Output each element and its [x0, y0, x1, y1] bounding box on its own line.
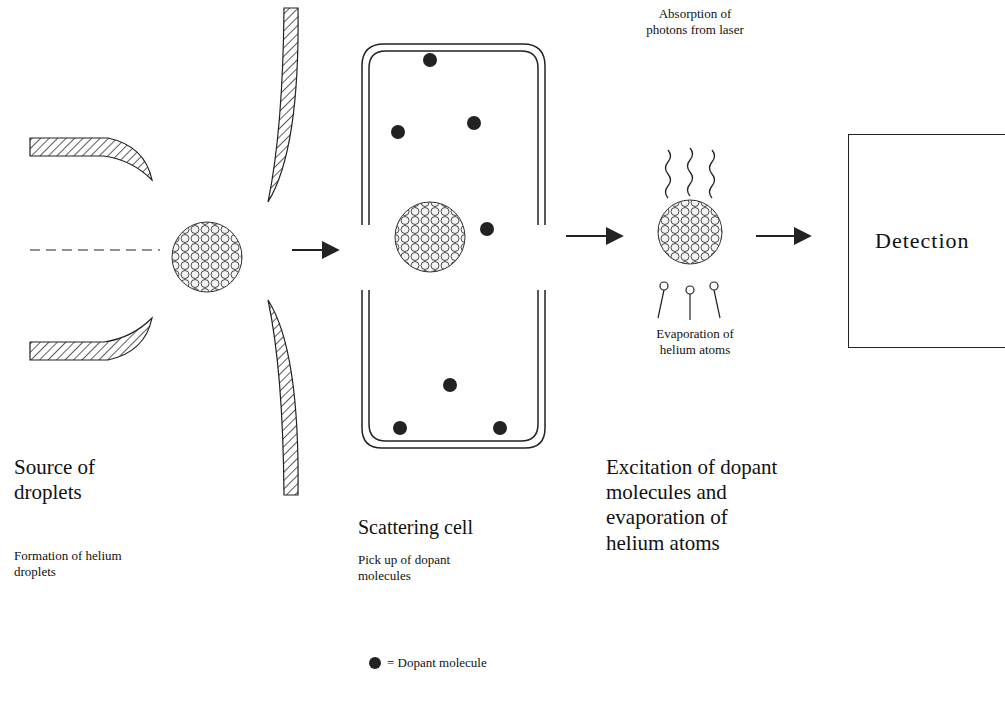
- flow-arrow: [566, 235, 622, 237]
- stage-title: Scattering cell: [358, 515, 528, 539]
- laser-label: Absorption of photons from laser: [640, 6, 750, 37]
- stage-title: Source of droplets: [14, 455, 126, 505]
- flow-arrow: [292, 249, 338, 251]
- evaporating-atoms: [658, 282, 720, 320]
- legend-item: = Dopant molecule: [368, 655, 487, 671]
- evaporation-label: Evaporation of helium atoms: [640, 326, 750, 357]
- box-label: Detection: [875, 228, 1005, 254]
- helium-droplet: [658, 200, 722, 264]
- flow-arrow: [756, 235, 810, 237]
- helium-droplet: [395, 202, 465, 272]
- stage-note: Pick up of dopant molecules: [358, 552, 476, 583]
- process-box: Detection: [848, 134, 1005, 348]
- nozzle: [30, 138, 160, 360]
- skimmer: [268, 8, 298, 495]
- dopant-molecules: [391, 53, 507, 435]
- stage-title: Excitation of dopant molecules and evapo…: [606, 455, 784, 556]
- photon-waves: [666, 148, 715, 198]
- legend-label: = Dopant molecule: [387, 655, 487, 671]
- helium-droplet: [172, 222, 242, 292]
- scattering-cell: [362, 44, 545, 448]
- stage-note: Formation of helium droplets: [14, 548, 126, 579]
- legend-sample: [368, 655, 384, 671]
